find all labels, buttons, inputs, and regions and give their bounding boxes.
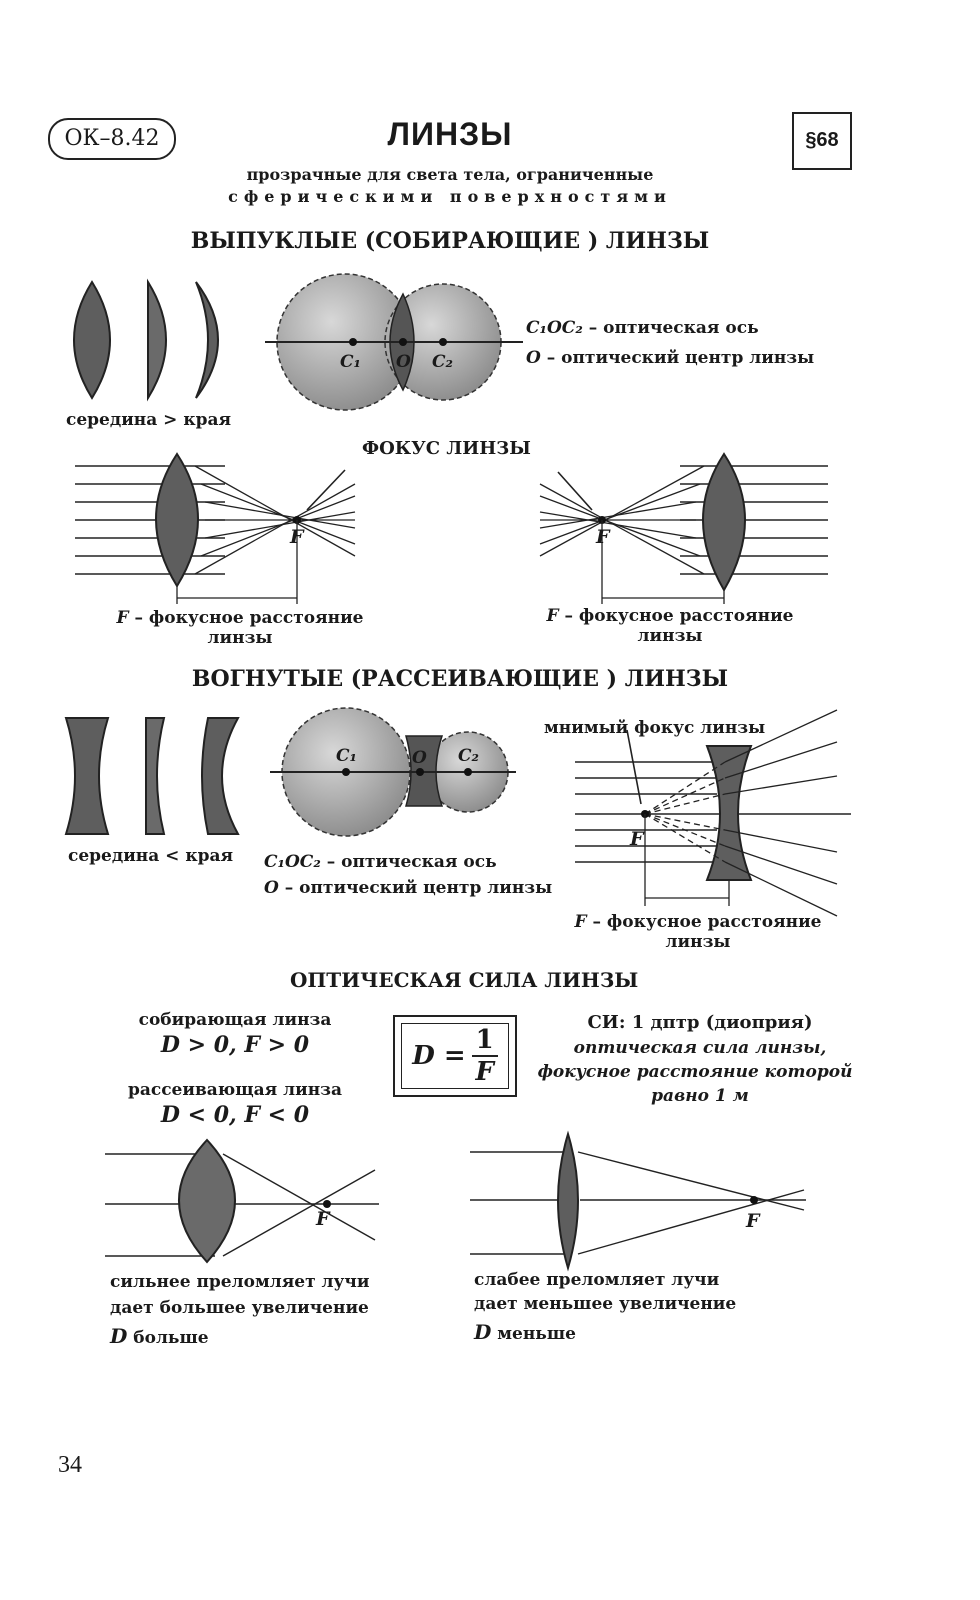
diverging-title: рассеивающая линза	[127, 1080, 343, 1100]
converging-rule: D > 0, F > 0	[160, 1032, 310, 1058]
si-definition-2: фокусное расстояние которой	[537, 1062, 853, 1082]
convex-lens-shapes	[73, 278, 219, 402]
convex-c2-label: C₂	[432, 352, 453, 372]
concave-lens-shapes	[64, 717, 240, 835]
weak-lens-diagram	[470, 1130, 806, 1272]
si-definition-3: равно 1 м	[651, 1086, 749, 1106]
concave-f-point: F	[630, 828, 644, 850]
convex-o-label: O	[396, 352, 411, 372]
strong-lens-diagram	[105, 1138, 379, 1264]
formula-lhs: D =	[412, 1041, 466, 1071]
focus-left-f-point: F	[290, 526, 304, 548]
diverging-rule: D < 0, F < 0	[160, 1102, 310, 1128]
convex-spheres-diagram	[265, 273, 523, 411]
focus-diagram-right	[539, 452, 828, 604]
concave-axis-caption: C₁OC₂ – оптическая ось	[264, 852, 497, 872]
subtitle-line-1: прозрачные для света тела, ограниченные	[246, 165, 654, 184]
focus-diagram-left	[75, 452, 356, 604]
page-title: ЛИНЗЫ	[387, 116, 513, 152]
weak-line-1: слабее преломляет лучи	[474, 1270, 720, 1290]
convex-heading: ВЫПУКЛЫЕ (СОБИРАЮЩИЕ ) ЛИНЗЫ	[190, 228, 710, 254]
virtual-focus-label: мнимый фокус линзы	[544, 718, 766, 738]
concave-o-label: O	[412, 748, 427, 768]
convex-center-caption: O – оптический центр линзы	[526, 348, 815, 368]
convex-c1-label: C₁	[340, 352, 361, 372]
subtitle-line-2: сферическими поверхностями	[228, 187, 672, 206]
convex-rule: середина > края	[66, 410, 232, 430]
concave-spheres-diagram	[270, 707, 516, 837]
strong-line-1: сильнее преломляет лучи	[110, 1272, 370, 1292]
subtitle: прозрачные для света тела, ограниченные …	[200, 164, 700, 208]
optical-power-formula: D = 1 F	[393, 1015, 517, 1097]
strong-line-3: D больше	[110, 1324, 209, 1348]
focus-heading: ФОКУС ЛИНЗЫ	[362, 438, 531, 459]
concave-ray-diagram	[575, 709, 851, 917]
concave-c2-label: C₂	[458, 746, 479, 766]
concave-center-caption: O – оптический центр линзы	[264, 878, 553, 898]
concave-heading: ВОГНУТЫЕ (РАССЕИВАЮЩИЕ ) ЛИНЗЫ	[191, 666, 729, 692]
formula-numerator: 1	[471, 1025, 498, 1057]
weak-line-3: D меньше	[474, 1320, 576, 1344]
concave-focal-caption: F – фокусное расстояние линзы	[574, 912, 822, 952]
concave-c1-label: C₁	[336, 746, 357, 766]
card-code-badge: ОК–8.42	[48, 118, 176, 160]
weak-line-2: дает меньшее увеличение	[474, 1294, 737, 1314]
formula-denominator: F	[475, 1057, 494, 1087]
strong-line-2: дает большее увеличение	[110, 1298, 369, 1318]
strong-f-point: F	[316, 1208, 330, 1230]
weak-f-point: F	[746, 1210, 760, 1232]
focus-right-f-point: F	[596, 526, 610, 548]
convex-axis-caption: C₁OC₂ – оптическая ось	[526, 318, 759, 338]
power-heading: ОПТИЧЕСКАЯ СИЛА ЛИНЗЫ	[290, 968, 639, 992]
page-number: 34	[58, 1452, 82, 1478]
si-unit-line: СИ: 1 дптр (диоприя)	[587, 1012, 813, 1033]
si-definition-1: оптическая сила линзы,	[573, 1038, 827, 1058]
focus-left-caption: F – фокусное расстояние линзы	[116, 608, 364, 648]
converging-title: собирающая линза	[138, 1010, 332, 1030]
concave-rule: середина < края	[68, 846, 234, 866]
paragraph-badge: §68	[792, 112, 852, 170]
focus-right-caption: F – фокусное расстояние линзы	[546, 606, 794, 646]
